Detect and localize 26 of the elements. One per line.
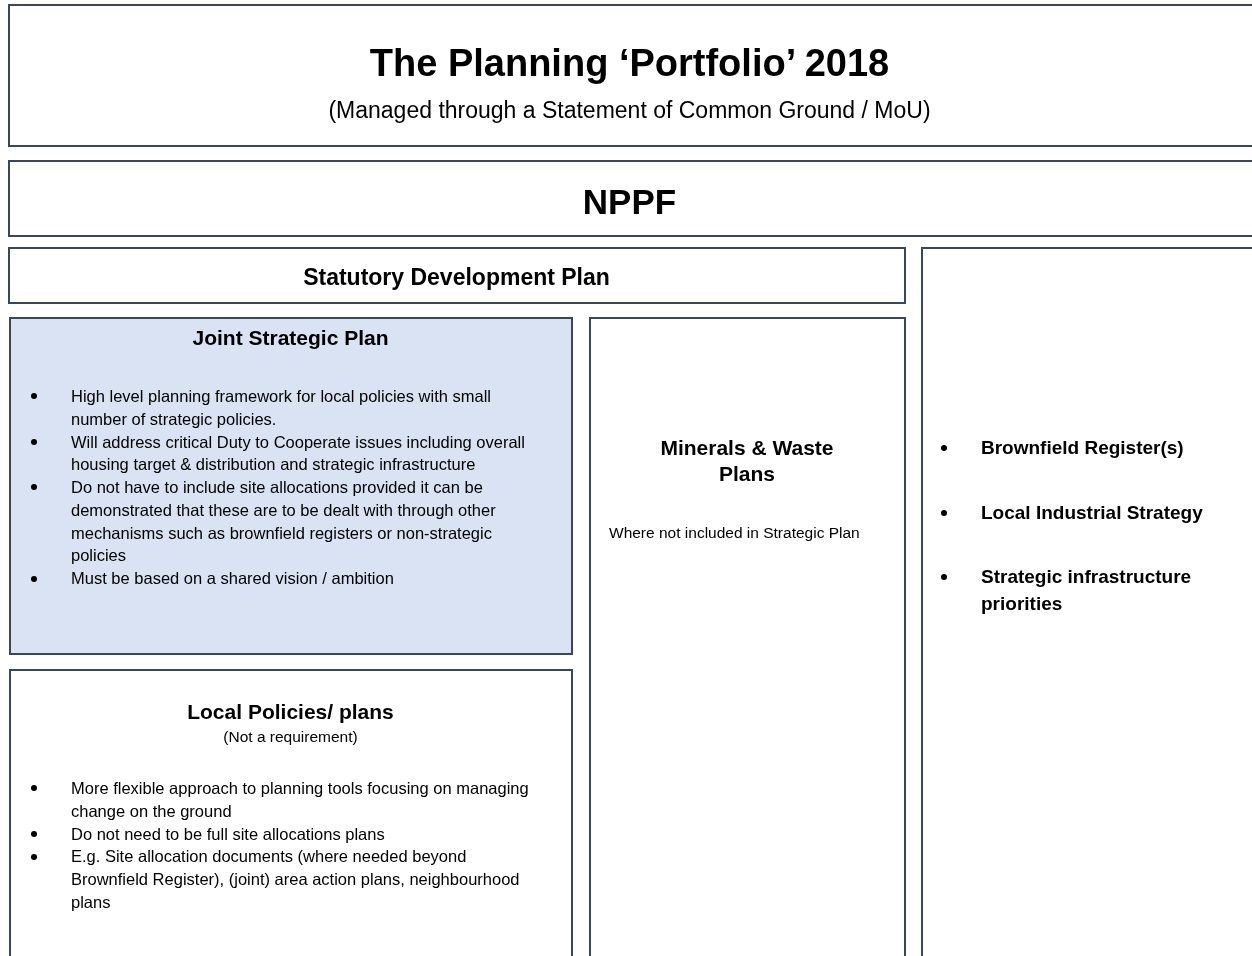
- bullet-text: Must be based on a shared vision / ambition: [71, 569, 394, 588]
- title: The Planning ‘Portfolio’ 2018: [368, 41, 891, 86]
- panel: [9, 669, 573, 956]
- subtitle: (Managed through a Statement of Common Ground / MoU): [327, 96, 932, 125]
- heading: Joint Strategic Plan: [191, 325, 390, 351]
- bullet-text: More flexible approach to planning tools focusing on managing change on the ground: [71, 779, 529, 820]
- bullet-text: Do not have to include site allocations provided it can be demonstrated that these are to be dealt with through other mechanisms such as brownfield registers or non-strategic policies: [71, 478, 496, 565]
- title-panel: [8, 4, 1252, 147]
- heading: Local Policies/ plans: [186, 699, 395, 725]
- subtitle: (Not a requirement): [222, 727, 359, 747]
- panel: [8, 160, 1252, 237]
- bullet-text: Do not need to be full site allocations plans: [71, 824, 385, 843]
- bullet-text: Will address critical Duty to Cooperate issues including overall housing target & distribution and strategic infrastructure: [71, 432, 525, 474]
- heading: Minerals & Waste Plans: [659, 435, 835, 488]
- bullet-text: Brownfield Register(s): [981, 437, 1184, 458]
- panel: [8, 247, 906, 304]
- heading: NPPF: [581, 181, 678, 223]
- bullet-text: Strategic infrastructure priorities: [981, 566, 1192, 614]
- panel: [9, 317, 573, 655]
- note: Where not included in Strategic Plan: [609, 523, 861, 543]
- heading: Statutory Development Plan: [302, 263, 611, 292]
- panel: [589, 317, 906, 956]
- bullet-text: E.g. Site allocation documents (where needed beyond Brownfield Register), (joint) area action plans, neighbourhood plans: [71, 847, 520, 911]
- bullet-text: High level planning framework for local policies with small number of strategic policies.: [71, 387, 491, 428]
- bullet-text: Local Industrial Strategy: [981, 501, 1203, 523]
- panel: [921, 247, 1252, 956]
